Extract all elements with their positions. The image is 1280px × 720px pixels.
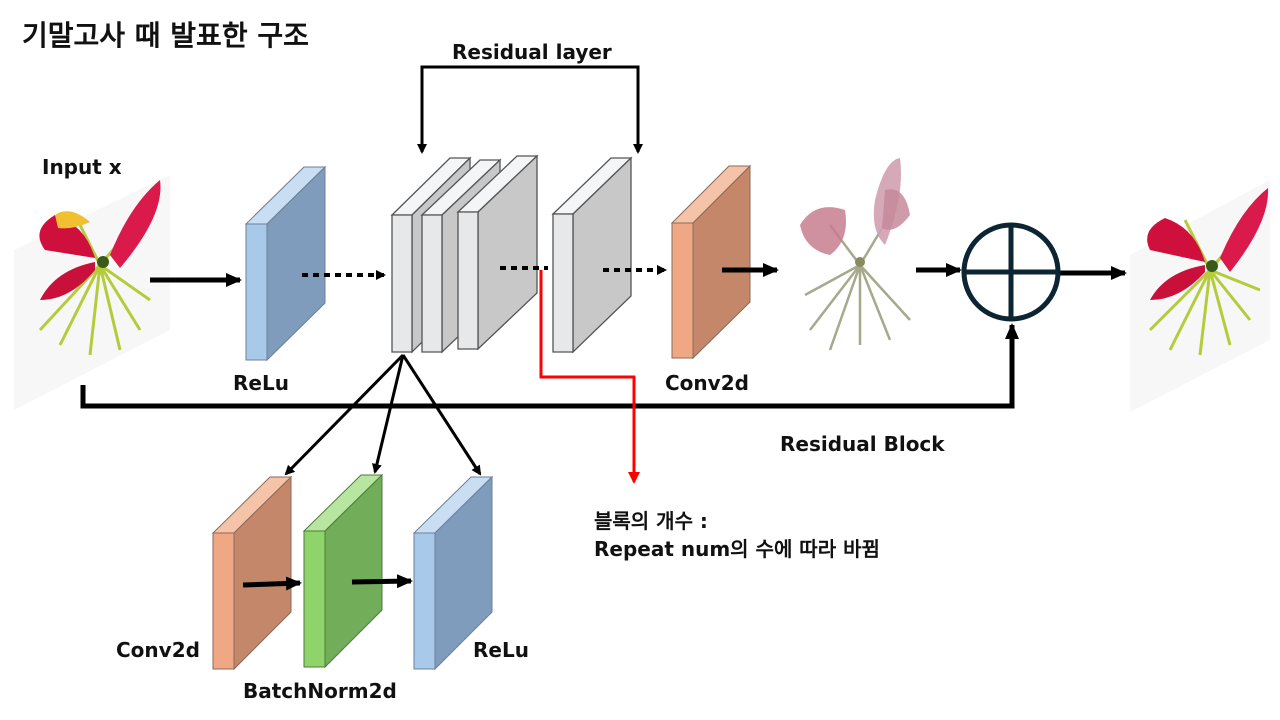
arrow-conv2d-to-batchnorm — [242, 576, 302, 591]
residual-layer-label: Residual layer — [452, 40, 612, 64]
relu-sub-label: ReLu — [473, 638, 529, 662]
relu-block-sub — [412, 475, 494, 671]
conv2d-block-sub — [211, 475, 293, 671]
input-flower-image — [14, 175, 170, 410]
arrow-batchnorm-to-relu — [351, 574, 413, 589]
block-count-red-arrow — [539, 270, 640, 484]
relu-main-label: ReLu — [233, 371, 289, 395]
conv2d-main-label: Conv2d — [665, 371, 749, 395]
sum-operator — [961, 222, 1061, 322]
intermediate-output-image — [800, 158, 911, 351]
output-flower-image — [1130, 180, 1270, 412]
arrow-expand-to-relu — [401, 354, 482, 476]
arrow-expand-to-batchnorm — [371, 354, 405, 474]
residual-layer-block-4 — [551, 156, 633, 354]
conv2d-block-main — [670, 164, 752, 360]
residual-layer-bracket — [420, 65, 643, 154]
skip-connection-arrow — [80, 323, 1019, 409]
batchnorm-sub-label: BatchNorm2d — [243, 679, 397, 703]
input-label: Input x — [42, 155, 122, 179]
page-title: 기말고사 때 발표한 구조 — [22, 19, 309, 52]
residual-layer-block-3 — [456, 154, 539, 351]
relu-block-main — [244, 165, 327, 362]
arrow-expand-to-conv2d — [284, 353, 405, 476]
residual-block-label: Residual Block — [780, 432, 945, 456]
conv2d-sub-label: Conv2d — [116, 638, 200, 662]
block-count-note-line2: Repeat num의 수에 따라 바뀜 — [594, 537, 880, 561]
batchnorm-block-sub — [302, 473, 384, 669]
block-count-note-line1: 블록의 개수 : — [594, 509, 708, 533]
